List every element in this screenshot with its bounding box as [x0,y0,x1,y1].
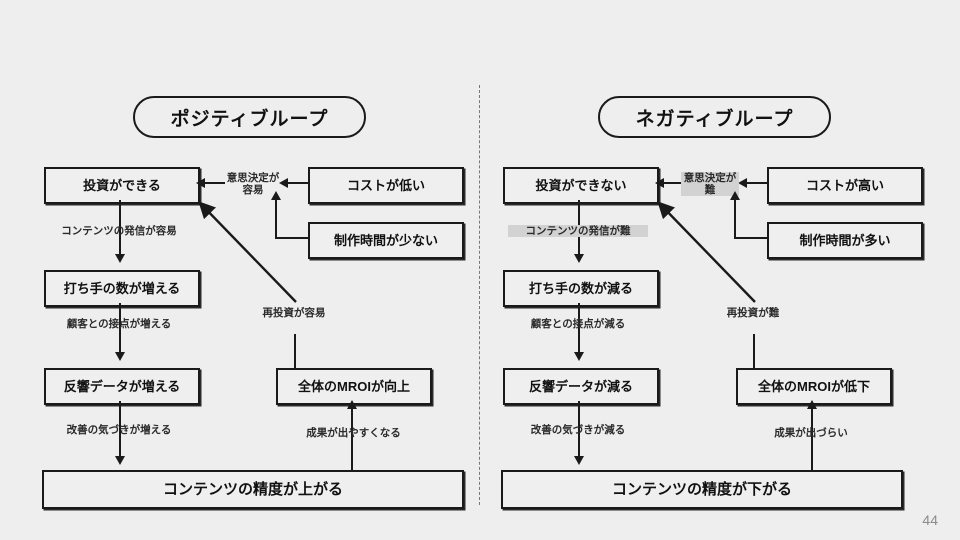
edge-positive-reinvest-stem [294,334,296,370]
edge-positive-mroi-invest [198,201,297,303]
arrowhead-positive-data-accuracy [115,456,125,465]
edge-label-negative-improvement: 改善の気づきが減る [530,424,626,436]
edge-label-positive-touchpoints: 顧客との接点が増える [66,318,172,330]
edge-negative-mroi-invest [657,201,756,303]
page-number: 44 [922,512,938,528]
arrowhead-positive-moves-data [115,352,125,361]
node-negative-cost: コストが高い [767,167,923,204]
node-positive-moves: 打ち手の数が増える [44,270,200,307]
node-negative-accuracy: コンテンツの精度が下がる [501,470,903,509]
edge-label-positive-publish: コンテンツの発信が容易 [61,225,177,237]
node-negative-moves: 打ち手の数が減る [503,270,659,307]
edge-label-negative-reinvest: 再投資が難 [726,307,780,319]
node-negative-invest: 投資ができない [503,167,659,204]
panel-title-positive: ポジティブループ [133,96,366,138]
edge-positive-time-elbow-h [275,237,310,239]
panel-divider [479,85,480,505]
arrowhead-positive-time-decision [271,191,281,200]
arrowhead-positive-cost-decision [279,178,288,188]
edge-negative-cost-decision [745,182,769,184]
edge-negative-reinvest-stem [753,334,755,370]
edge-label-positive-reinvest: 再投資が容易 [262,307,326,319]
arrowhead-negative-decision-invest [655,178,664,188]
edge-positive-invest-moves [119,200,121,255]
arrowhead-negative-time-decision [730,191,740,200]
edge-positive-time-elbow-v [275,198,277,239]
edge-negative-accuracy-mroi [811,405,813,470]
arrowhead-positive-accuracy-mroi [347,400,357,409]
edge-negative-time-elbow-v [734,198,736,239]
edge-negative-time-elbow-h [734,237,769,239]
panel-title-negative: ネガティブループ [598,96,831,138]
node-positive-invest: 投資ができる [44,167,200,204]
edge-positive-decision-invest [203,182,225,184]
node-positive-mroi: 全体のMROIが向上 [276,368,432,405]
edge-negative-data-accuracy [578,401,580,461]
edge-label-negative-decision: 意思決定が難 [681,172,739,197]
arrowhead-negative-moves-data [574,352,584,361]
edge-label-negative-touchpoints: 顧客との接点が減る [530,318,626,330]
node-negative-mroi: 全体のMROIが低下 [736,368,892,405]
edge-negative-moves-data [578,303,580,358]
edge-label-positive-results: 成果が出やすくなる [306,427,401,439]
node-negative-time: 制作時間が多い [767,222,923,259]
arrowhead-positive-decision-invest [196,178,205,188]
edge-positive-moves-data [119,303,121,358]
arrowhead-negative-accuracy-mroi [807,400,817,409]
node-positive-accuracy: コンテンツの精度が上がる [42,470,464,509]
arrowhead-positive-invest-moves [115,254,125,263]
node-positive-cost: コストが低い [308,167,464,204]
edge-label-positive-decision: 意思決定が容易 [226,172,280,197]
edge-label-positive-improvement: 改善の気づきが増える [66,424,172,436]
edge-positive-accuracy-mroi [351,405,353,470]
arrowhead-negative-invest-moves [574,254,584,263]
arrowhead-negative-cost-decision [738,178,747,188]
edge-positive-data-accuracy [119,401,121,461]
edge-label-negative-publish: コンテンツの発信が難 [508,225,648,238]
node-positive-data: 反響データが増える [44,368,200,405]
node-negative-data: 反響データが減る [503,368,659,405]
edge-negative-decision-invest [662,182,684,184]
arrowhead-negative-data-accuracy [574,456,584,465]
node-positive-time: 制作時間が少ない [308,222,464,259]
edge-label-negative-results: 成果が出づらい [774,427,848,439]
edge-positive-cost-decision [286,182,310,184]
